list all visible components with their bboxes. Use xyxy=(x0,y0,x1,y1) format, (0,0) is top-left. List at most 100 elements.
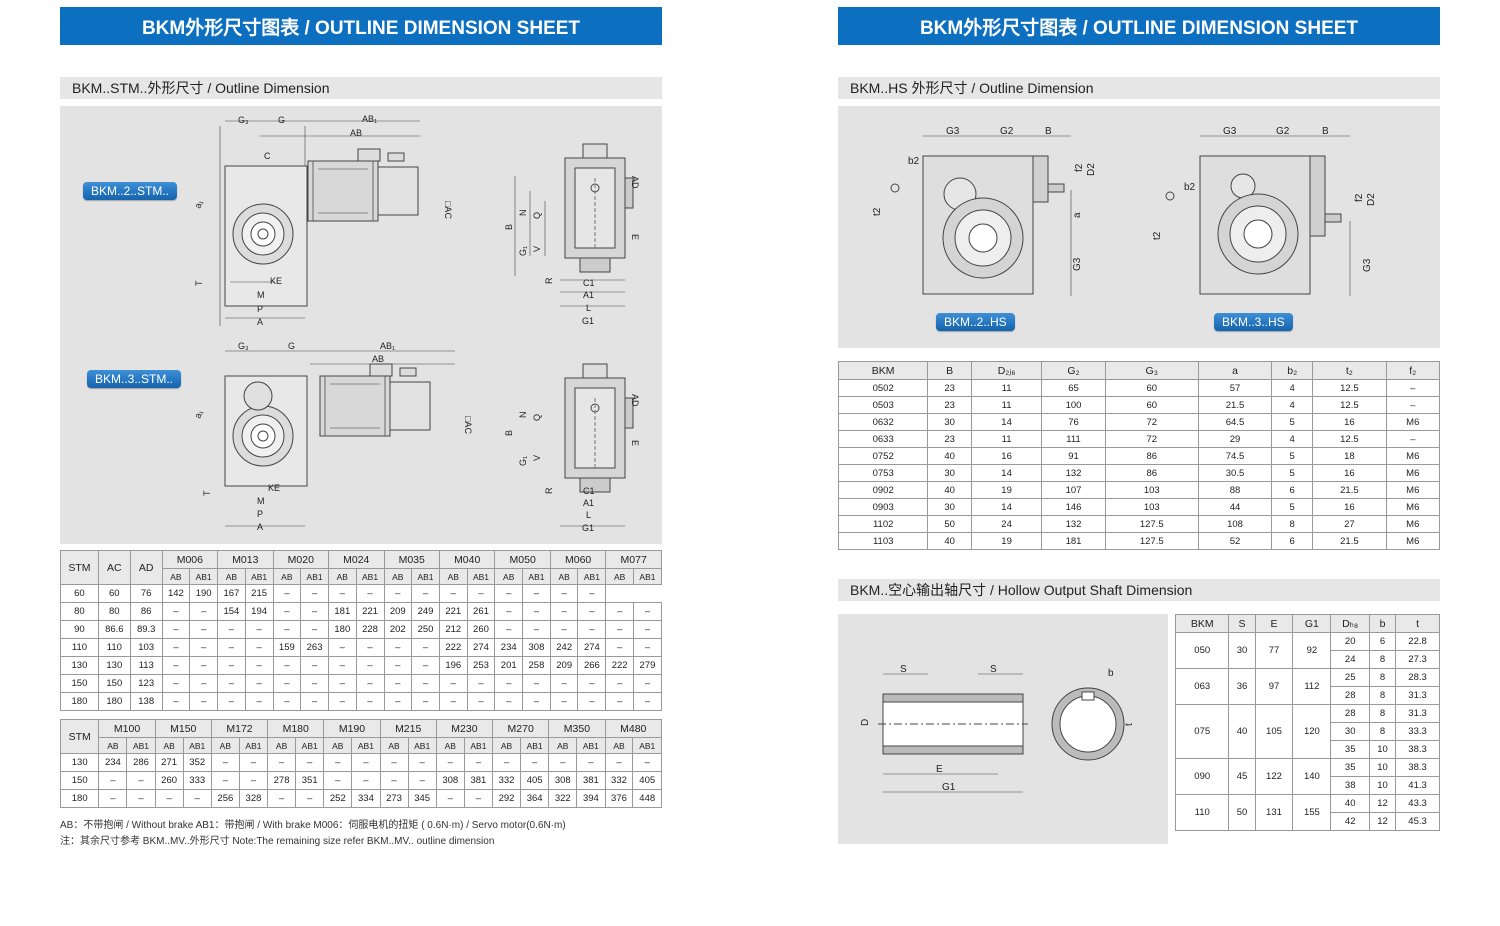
sub-header: AB xyxy=(210,737,240,754)
table-cell: 261 xyxy=(466,602,496,621)
table-cell: 65 xyxy=(1041,379,1106,397)
table-cell: – xyxy=(438,584,468,603)
table-cell: 132 xyxy=(1041,464,1106,482)
table-cell: – xyxy=(272,674,302,693)
sub-header: AB1 xyxy=(632,568,663,585)
label-t-top: T xyxy=(194,280,204,286)
label-a-bottom: A xyxy=(257,522,263,532)
table-cell: – xyxy=(189,656,219,675)
table-cell: 090 xyxy=(1174,758,1230,795)
table-cell: 258 xyxy=(522,656,551,675)
table-cell: – xyxy=(548,753,578,772)
note-remaining: 注：其余尺寸参考 BKM..MV..外形尺寸 Note:The remainin… xyxy=(60,836,495,847)
label-ab1-bottom: AB₁ xyxy=(380,341,395,351)
table-cell: – xyxy=(244,656,274,675)
sub-header: AB xyxy=(435,737,465,754)
table-cell: 0503 xyxy=(837,396,929,414)
label-g1-top: G1 xyxy=(582,316,594,326)
label-hs3-b: B xyxy=(1322,126,1329,137)
table-cell: – xyxy=(522,674,551,693)
label-g1-bottom: G1 xyxy=(582,523,594,533)
hollow-section-title: BKM..空心输出轴尺寸 / Hollow Output Shaft Dimen… xyxy=(838,579,1440,601)
table-cell: – xyxy=(522,602,551,621)
table-cell: 103 xyxy=(1104,481,1199,499)
table-cell: 394 xyxy=(576,789,606,808)
sub-header: AB1 xyxy=(238,737,269,754)
table-cell: 140 xyxy=(1292,758,1332,795)
table-cell: 12 xyxy=(1369,794,1397,813)
table-cell: – xyxy=(522,620,551,639)
table-cell: 146 xyxy=(1041,498,1106,516)
column-header: B xyxy=(927,361,972,380)
table-cell: 209 xyxy=(549,656,579,675)
label-ab1-top: AB₁ xyxy=(362,114,377,124)
table-cell: 14 xyxy=(970,498,1043,516)
table-cell: – xyxy=(577,602,607,621)
table-cell: 222 xyxy=(605,656,634,675)
table-cell: – xyxy=(217,674,246,693)
table-cell: 180 xyxy=(97,692,131,711)
table-cell: 77 xyxy=(1254,632,1294,669)
table-cell: 132 xyxy=(1041,515,1106,533)
sub-header: AB xyxy=(154,737,184,754)
group-header: M077 xyxy=(605,550,662,569)
table-cell: – xyxy=(189,674,219,693)
label-hollow-s2: S xyxy=(990,664,997,675)
table-cell: – xyxy=(549,674,579,693)
table-cell: 142 xyxy=(161,584,191,603)
table-cell: – xyxy=(411,638,440,657)
table-cell: 405 xyxy=(632,771,662,790)
table-cell: – xyxy=(355,584,385,603)
sub-header: AB xyxy=(494,568,523,585)
label-g1sub-top: G₁ xyxy=(518,246,528,256)
label-ac-top: □AC xyxy=(443,201,453,219)
table-cell: 4 xyxy=(1271,379,1314,397)
table-cell: 11 xyxy=(970,396,1043,414)
group-header: M350 xyxy=(548,719,606,738)
label-n-bottom: N xyxy=(518,412,528,419)
table-cell: – xyxy=(154,789,184,808)
label-hs3-b2: b2 xyxy=(1184,182,1196,193)
table-cell: 28 xyxy=(1330,686,1371,705)
label-a1-bottom: a₁ xyxy=(192,409,204,420)
table-cell: 23 xyxy=(927,379,972,397)
table-cell: 274 xyxy=(577,638,607,657)
table-cell: 36 xyxy=(1228,668,1256,705)
table-cell: 0752 xyxy=(837,447,929,465)
table-cell: 286 xyxy=(126,753,156,772)
table-cell: 0903 xyxy=(837,498,929,516)
table-cell: 4 xyxy=(1271,430,1314,448)
table-cell: 8 xyxy=(1369,686,1397,705)
table-cell: 351 xyxy=(295,771,325,790)
stm2-front-view: G₃ G AB₁ AB C a₁ □AC T KE M P A xyxy=(192,114,453,327)
table-cell: 24 xyxy=(1330,650,1371,669)
label-b-top: B xyxy=(504,224,514,230)
table-cell: – xyxy=(549,692,579,711)
table-cell: – xyxy=(300,656,330,675)
table-cell: – xyxy=(295,789,325,808)
hollow-diagram-area: S S b D t E G1 xyxy=(838,614,1168,844)
table-cell: – xyxy=(1385,430,1441,448)
label-hs2-d2: D2 xyxy=(1086,163,1097,176)
table-cell: 256 xyxy=(210,789,240,808)
table-cell: 44 xyxy=(1197,498,1273,516)
label-hollow-g1: G1 xyxy=(942,782,956,793)
table-cell: – xyxy=(161,602,191,621)
table-cell: – xyxy=(1385,379,1441,397)
table-cell: – xyxy=(383,584,413,603)
table-cell: – xyxy=(323,753,353,772)
label-hollow-d: D xyxy=(860,719,871,726)
table-cell: 063 xyxy=(1174,668,1230,705)
table-cell: 60 xyxy=(1104,379,1199,397)
table-cell: 5 xyxy=(1271,447,1314,465)
table-cell: – xyxy=(549,620,579,639)
label-b-bottom: B xyxy=(504,430,514,436)
table-cell: 4 xyxy=(1271,396,1314,414)
column-header: f₂ xyxy=(1385,361,1441,380)
